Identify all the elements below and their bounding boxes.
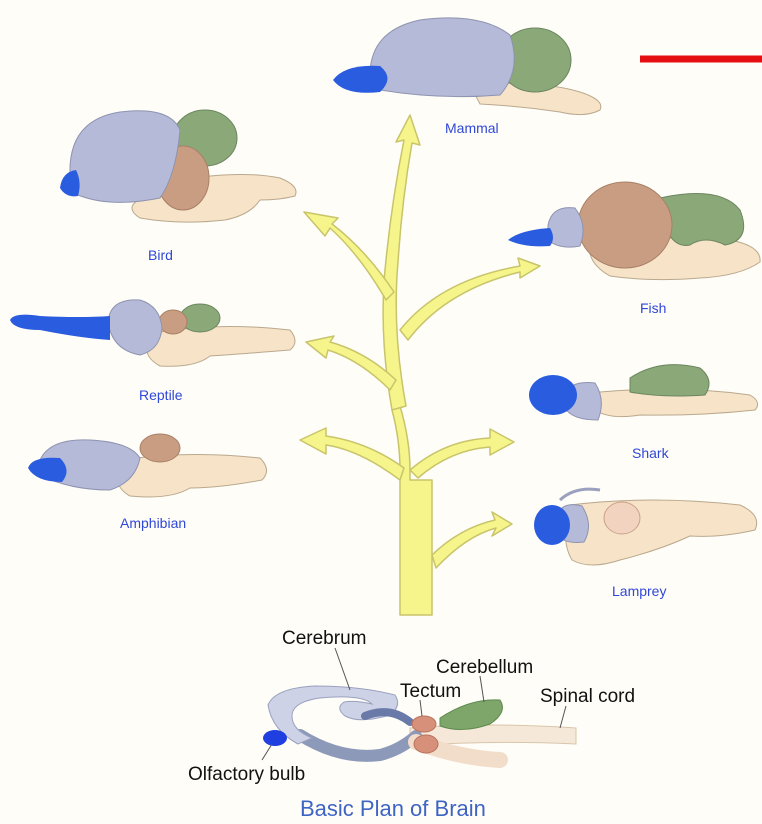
fish-cerebellum	[660, 194, 744, 246]
label-shark: Shark	[632, 445, 670, 461]
plan-cerebrum-duct	[365, 712, 410, 722]
fish-olfactory-bulb	[508, 228, 553, 246]
fish-brain: Fish	[508, 182, 760, 316]
bird-cerebrum	[70, 111, 180, 203]
shark-olfactory-bulb	[529, 375, 577, 415]
fish-tectum	[578, 182, 672, 268]
evolution-tree	[300, 115, 540, 615]
plan-olfactory-bulb	[263, 730, 287, 746]
label-lamprey: Lamprey	[612, 583, 666, 599]
label-bird: Bird	[148, 247, 173, 263]
bird-brain: Bird	[60, 110, 296, 263]
tree-trunk	[392, 406, 432, 615]
label-reptile: Reptile	[139, 387, 183, 403]
mammal-olfactory-bulb	[333, 66, 388, 93]
leader-cerebellum	[480, 676, 484, 702]
shark-brain: Shark	[529, 365, 758, 461]
label-spinal-cord: Spinal cord	[540, 686, 635, 707]
fish-cerebrum	[548, 208, 583, 248]
lamprey-brain: Lamprey	[534, 489, 757, 599]
label-olfactory-bulb: Olfactory bulb	[188, 764, 305, 785]
arrow-amphibian	[300, 428, 404, 480]
leader-cerebrum	[335, 648, 350, 690]
amphibian-tectum	[140, 434, 180, 462]
label-tectum: Tectum	[400, 681, 461, 702]
arrow-reptile	[306, 336, 396, 390]
lamprey-tectum	[604, 502, 640, 534]
basic-plan-diagram: Cerebrum Cerebellum Tectum Spinal cord O…	[188, 628, 635, 821]
reptile-tectum	[159, 310, 187, 334]
amphibian-olfactory-bulb	[28, 458, 67, 482]
shark-cerebellum	[630, 365, 709, 396]
label-cerebrum: Cerebrum	[282, 628, 366, 649]
lamprey-olfactory-bulb	[534, 505, 570, 545]
amphibian-brain: Amphibian	[28, 434, 267, 531]
leader-tectum	[420, 700, 422, 716]
plan-tectum	[412, 716, 436, 732]
lamprey-pineal	[560, 489, 600, 500]
plan-title: Basic Plan of Brain	[300, 796, 486, 821]
label-fish: Fish	[640, 300, 666, 316]
plan-brainstem-tube	[300, 735, 416, 756]
lamprey-brainstem	[565, 500, 756, 565]
reptile-brain: Reptile	[10, 300, 295, 403]
reptile-cerebrum	[108, 300, 162, 355]
leader-olfactory-bulb	[262, 744, 272, 760]
reptile-olfactory-bulb	[10, 315, 110, 340]
mammal-brain: Mammal	[333, 18, 601, 136]
label-amphibian: Amphibian	[120, 515, 186, 531]
label-cerebellum: Cerebellum	[436, 657, 533, 678]
plan-tectum-lower	[414, 735, 438, 753]
leader-spinal-cord	[560, 706, 566, 728]
arrow-fish	[400, 258, 540, 340]
label-mammal: Mammal	[445, 120, 499, 136]
bird-olfactory-bulb	[60, 170, 80, 196]
arrow-lamprey	[432, 512, 512, 568]
mammal-cerebrum	[370, 18, 514, 97]
arrow-bird	[304, 212, 394, 300]
tree-upper-stem	[383, 115, 420, 410]
arrow-shark	[410, 429, 514, 478]
